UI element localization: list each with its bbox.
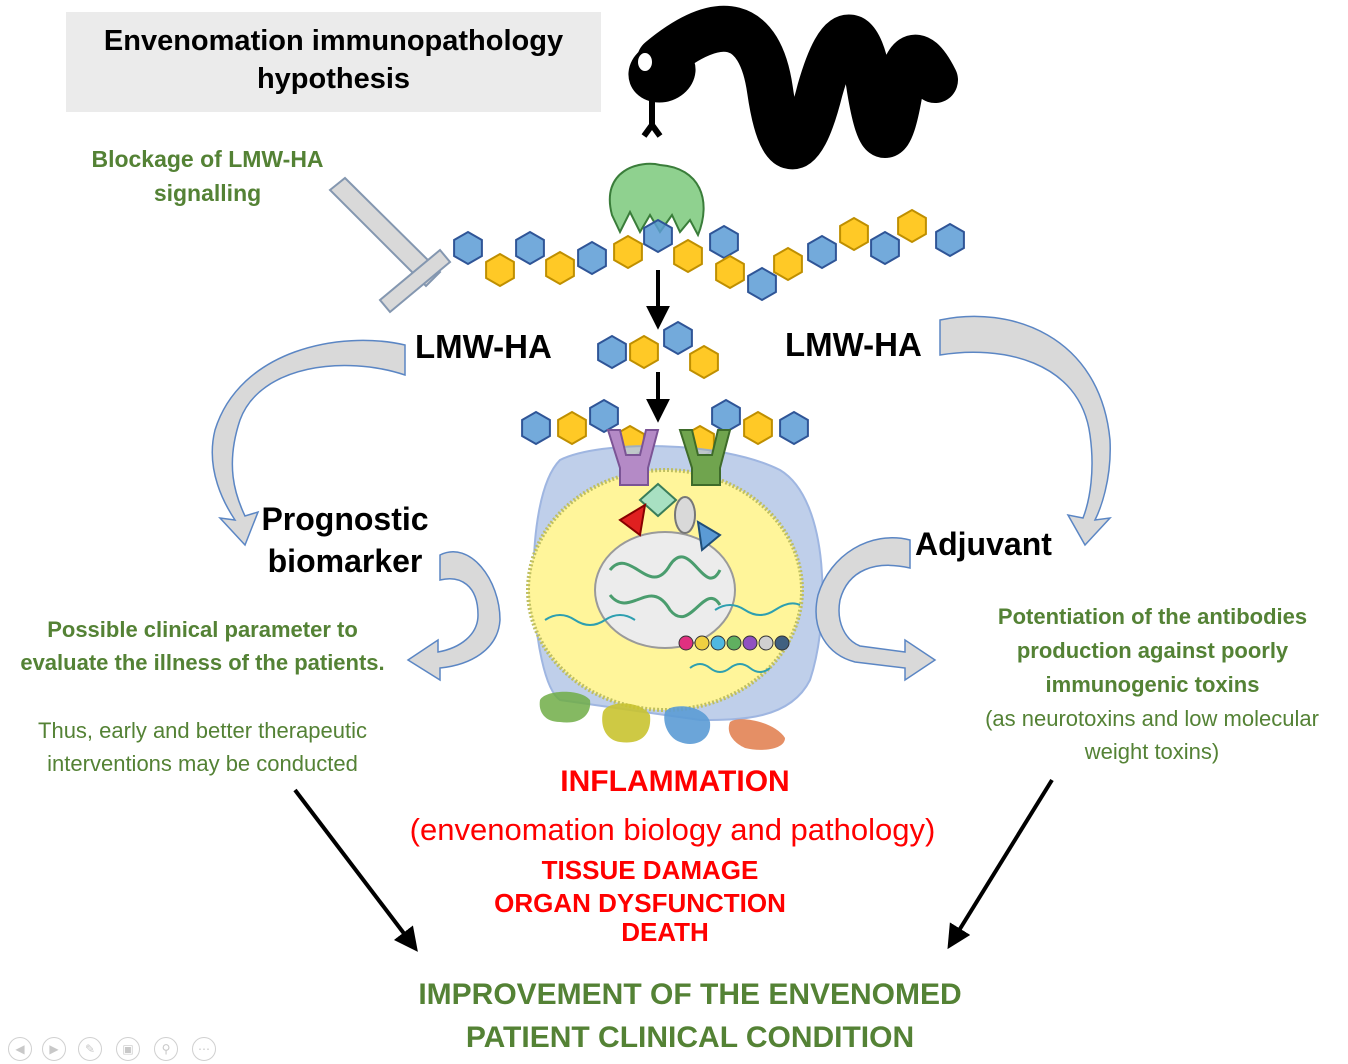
bead (758, 635, 774, 651)
sugar-unit (521, 410, 551, 446)
sugar-unit (673, 238, 703, 274)
curved-arrows (211, 315, 1112, 682)
curved-arrow-left-bottom (406, 551, 501, 682)
sugar-unit (557, 410, 587, 446)
sugar-unit (747, 266, 777, 302)
cytokine-orange (728, 719, 785, 750)
organ-dysfunction-label: ORGAN DYSFUNCTION (494, 888, 786, 918)
sugar-unit (897, 208, 927, 244)
sugar-unit (453, 230, 483, 266)
death-label: DEATH (621, 917, 709, 947)
left-text-regular: Thus, early and better therapeutic inter… (38, 718, 367, 776)
cytokine-blue (664, 706, 711, 744)
prev-slide-icon[interactable]: ◀ (8, 1037, 32, 1061)
sugar-unit (689, 344, 719, 380)
slides-icon[interactable]: ▣ (116, 1037, 140, 1061)
sugar-unit (779, 410, 809, 446)
sugar-unit (613, 234, 643, 270)
cell-icon (526, 429, 824, 750)
bead (678, 635, 694, 651)
sugar-unit (545, 250, 575, 286)
more-options-icon[interactable]: ⋯ (192, 1037, 216, 1061)
lmw-ha-right-label: LMW-HA (785, 326, 922, 363)
sugar-unit (743, 410, 773, 446)
blockage-label: Blockage of LMW-HA signalling (91, 146, 324, 206)
zoom-icon[interactable]: ⚲ (154, 1037, 178, 1061)
sugar-unit (485, 252, 515, 288)
cytokine-green (539, 691, 591, 723)
sugar-unit (515, 230, 545, 266)
arrow-right-to-outcome (947, 778, 1054, 950)
sugar-unit (715, 254, 745, 290)
bead (726, 635, 742, 651)
sugar-unit (870, 230, 900, 266)
sugar-unit (663, 320, 693, 356)
receptor-icon (606, 429, 732, 486)
hyaluronic-acid-chain (453, 208, 965, 302)
lmw-ha-fragments (521, 320, 809, 460)
inflammation-subtitle: (envenomation biology and pathology) (409, 812, 936, 847)
tissue-damage-label: TISSUE DAMAGE (541, 855, 759, 885)
outcome-line1: IMPROVEMENT OF THE ENVENOMED (418, 978, 962, 1011)
sugar-unit (839, 216, 869, 252)
sugar-unit (773, 246, 803, 282)
lmw-ha-left-label: LMW-HA (415, 328, 552, 365)
left-text-bold: Possible clinical parameter to evaluate … (20, 617, 385, 675)
right-text-bold: Potentiation of the antibodies productio… (997, 604, 1308, 697)
sugar-unit (709, 224, 739, 260)
sugar-unit (711, 398, 741, 434)
sugar-unit (589, 398, 619, 434)
bead (710, 635, 726, 651)
sugar-unit (629, 334, 659, 370)
curved-arrow-right-top (939, 315, 1112, 547)
right-text-regular: (as neurotoxins and low molecular weight… (985, 706, 1319, 764)
prognostic-biomarker-label: Prognostic biomarker (261, 501, 429, 579)
curved-arrow-right-bottom (815, 537, 937, 682)
title-box (66, 12, 601, 112)
bead (742, 635, 758, 651)
sugar-unit (597, 334, 627, 370)
blockage-inhibitor-icon (328, 176, 452, 314)
sugar-unit (577, 240, 607, 276)
adjuvant-label: Adjuvant (915, 526, 1052, 562)
hyaluronidase-enzyme-icon (608, 162, 705, 238)
sugar-unit (643, 218, 673, 254)
inflammation-label: INFLAMMATION (560, 765, 790, 798)
sugar-unit (935, 222, 965, 258)
pen-icon[interactable]: ✎ (78, 1037, 102, 1061)
transcription-factor-beads (678, 635, 790, 651)
snake-icon (628, 5, 958, 169)
next-slide-icon[interactable]: ▶ (42, 1037, 66, 1061)
cytokine-yellow (602, 703, 651, 743)
sugar-unit (807, 234, 837, 270)
page-title: Envenomation immunopathology hypothesis (103, 25, 564, 95)
outcome-line2: PATIENT CLINICAL CONDITION (465, 1021, 915, 1054)
curved-arrow-left-top (211, 339, 406, 547)
bead (774, 635, 790, 651)
arrow-left-to-outcome (293, 788, 418, 952)
bead (694, 635, 710, 651)
